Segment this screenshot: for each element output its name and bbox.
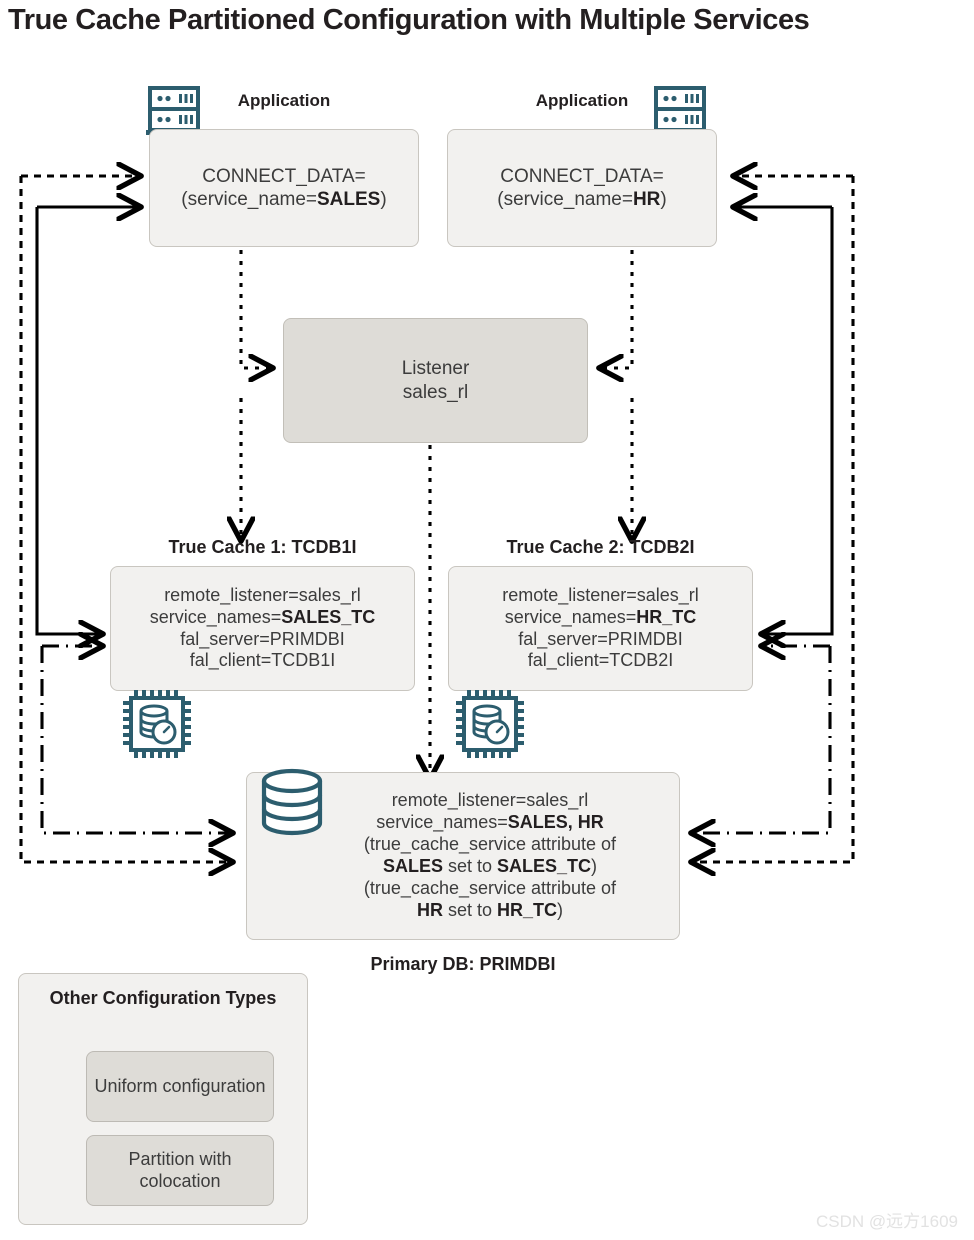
primary-attr1-suffix: ): [591, 856, 598, 876]
legend-item-uniform-configuration[interactable]: Uniform configuration: [86, 1051, 274, 1122]
primary-attr1-mid: set to: [442, 856, 497, 876]
true-cache-2-caption: True Cache 2: TCDB2I: [506, 537, 695, 557]
app-hr-service-value: HR: [632, 189, 661, 210]
primary-service-names-prefix: service_names=: [376, 812, 508, 833]
app-sales-connect-data: CONNECT_DATA=: [202, 165, 366, 187]
tc2-service-names-value: HR_TC: [636, 606, 697, 627]
tc2-remote-listener: remote_listener=sales_rl: [502, 584, 699, 605]
server-rack-icon: [652, 86, 710, 142]
page-title: True Cache Partitioned Configuration wit…: [8, 4, 810, 36]
primary-remote-listener: remote_listener=sales_rl: [391, 790, 589, 811]
primary-service-names-value: SALES, HR: [507, 812, 604, 833]
primary-attr2-mid: set to: [442, 899, 497, 920]
tc1-fal-server: fal_server=PRIMDBI: [180, 628, 345, 649]
application-hr-caption: Application: [535, 91, 629, 110]
tc2-fal-server: fal_server=PRIMDBI: [518, 628, 683, 649]
true-cache-chip-icon: [122, 689, 192, 759]
legend-item-label: Uniform configuration: [94, 1075, 266, 1096]
app-sales-service-suffix: ): [380, 189, 387, 210]
listener-box[interactable]: Listener sales_rl: [283, 318, 588, 443]
app-hr-service-prefix: (service_name=: [497, 189, 633, 210]
legend-item-label: Partition with colocation: [128, 1148, 232, 1191]
database-cylinder-icon: [258, 768, 326, 836]
app-sales-service-value: SALES: [317, 189, 381, 210]
primary-db-caption: Primary DB: PRIMDBI: [370, 954, 556, 974]
application-sales-box[interactable]: CONNECT_DATA= (service_name=SALES): [149, 129, 419, 247]
primary-attr2-target: HR_TC: [497, 899, 558, 920]
primary-attr2-suffix: ): [557, 899, 564, 920]
tc2-service-names-prefix: service_names=: [504, 606, 637, 627]
tc1-remote-listener: remote_listener=sales_rl: [164, 584, 361, 605]
tc1-service-names-value: SALES_TC: [281, 606, 376, 627]
tc1-fal-client: fal_client=TCDB1I: [189, 650, 336, 671]
true-cache-2-box[interactable]: remote_listener=sales_rl service_names=H…: [448, 566, 753, 691]
primary-attr1-service: SALES: [382, 856, 443, 876]
tc2-fal-client: fal_client=TCDB2I: [527, 650, 674, 671]
application-sales-caption: Application: [237, 91, 331, 110]
listener-name: sales_rl: [402, 381, 469, 403]
legend-title: Other Configuration Types: [49, 988, 277, 1008]
other-configuration-types-legend: Other Configuration Types Uniform config…: [18, 973, 308, 1225]
primary-attr1-line1: (true_cache_service attribute of: [363, 834, 617, 855]
watermark: CSDN @远方1609: [816, 1212, 958, 1231]
legend-item-partition-with-colocation[interactable]: Partition with colocation: [86, 1135, 274, 1206]
primary-attr2-line1: (true_cache_service attribute of: [363, 877, 617, 898]
app-sales-service-prefix: (service_name=: [181, 189, 317, 210]
app-hr-connect-data: CONNECT_DATA=: [500, 165, 664, 187]
primary-attr1-target: SALES_TC: [497, 856, 592, 876]
true-cache-1-caption: True Cache 1: TCDB1I: [168, 537, 357, 557]
app-hr-service-suffix: ): [660, 189, 667, 210]
true-cache-1-box[interactable]: remote_listener=sales_rl service_names=S…: [110, 566, 415, 691]
listener-label: Listener: [401, 358, 470, 380]
primary-attr2-service: HR: [416, 899, 443, 920]
tc1-service-names-prefix: service_names=: [149, 606, 282, 627]
application-hr-box[interactable]: CONNECT_DATA= (service_name=HR): [447, 129, 717, 247]
true-cache-chip-icon: [455, 689, 525, 759]
